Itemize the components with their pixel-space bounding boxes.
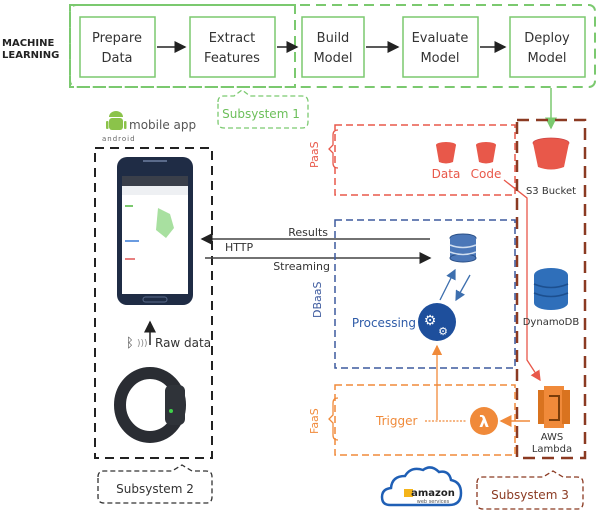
ml-step-evaluate-model: Evaluate Model xyxy=(402,16,479,78)
subsystem1-label: Subsystem 1 xyxy=(222,107,300,121)
results-label: Results xyxy=(288,226,328,239)
code-to-lambda-arrow xyxy=(503,179,541,382)
svg-text:Data: Data xyxy=(101,51,132,66)
svg-text:⚙: ⚙ xyxy=(438,325,448,338)
code-bucket-icon xyxy=(476,142,496,164)
subsystem3-callout xyxy=(476,470,584,510)
wireless-signal-icon: ))) xyxy=(137,339,148,349)
svg-text:Evaluate: Evaluate xyxy=(412,31,469,46)
android-icon xyxy=(106,111,127,130)
svg-text:Model: Model xyxy=(420,51,459,66)
aws-lambda-icon xyxy=(538,386,570,428)
paas-brace xyxy=(328,129,339,169)
raw-data-label: Raw data xyxy=(155,336,211,350)
ml-label-line2: LEARNING xyxy=(2,50,59,61)
subsystem1-callout xyxy=(217,89,309,129)
amazon-web-services-logo: amazon web services xyxy=(380,466,463,507)
processing-label: Processing xyxy=(352,316,416,330)
faas-frame xyxy=(334,384,516,456)
svg-text:Build: Build xyxy=(317,31,350,46)
svg-text:Deploy: Deploy xyxy=(524,31,570,46)
bluetooth-icon: ᛒ xyxy=(126,336,134,351)
code-label: Code xyxy=(471,167,502,181)
ml-pipeline-frame-outer xyxy=(69,4,596,88)
svg-text:Model: Model xyxy=(313,51,352,66)
smartphone-image xyxy=(117,157,193,305)
dbaas-frame xyxy=(334,219,516,369)
processing-gears-icon: ⚙ ⚙ xyxy=(418,303,456,341)
mobile-app-label: mobile app xyxy=(129,118,196,132)
subsystem2-frame xyxy=(94,147,213,459)
data-bucket-icon xyxy=(436,142,456,164)
data-label: Data xyxy=(432,167,461,181)
aws-lambda-label-line2: Lambda xyxy=(532,444,572,455)
svg-text:⚙: ⚙ xyxy=(424,313,437,329)
svg-text:amazon: amazon xyxy=(411,488,455,499)
svg-text:Extract: Extract xyxy=(209,31,256,46)
database-icon xyxy=(449,233,477,263)
http-label: HTTP xyxy=(225,241,254,254)
svg-text:web services: web services xyxy=(417,499,450,505)
s3-bucket-label: S3 Bucket xyxy=(526,186,576,197)
ml-step-deploy-model: Deploy Model xyxy=(509,16,586,78)
svg-text:Prepare: Prepare xyxy=(92,31,142,46)
faas-label: FaaS xyxy=(308,408,321,434)
subsystem2-callout xyxy=(97,464,213,504)
ml-label-line1: MACHINE xyxy=(2,38,54,49)
s3-bucket-icon xyxy=(532,137,570,170)
subsystem3-frame xyxy=(515,118,587,460)
dynamodb-label: DynamoDB xyxy=(523,317,580,328)
paas-label: PaaS xyxy=(308,141,321,168)
subsystem2-label: Subsystem 2 xyxy=(116,482,194,496)
streaming-label: Streaming xyxy=(273,260,330,273)
aws-lambda-label-line1: AWS xyxy=(541,432,564,443)
processing-to-db-arrow xyxy=(439,268,456,301)
ml-step-prepare-data: Prepare Data xyxy=(79,16,156,78)
dbaas-label: DBaaS xyxy=(311,282,324,318)
ml-step-build-model: Build Model xyxy=(301,16,365,78)
trigger-label: Trigger xyxy=(375,414,417,428)
dynamodb-icon xyxy=(533,268,569,310)
svg-text:Features: Features xyxy=(204,51,260,66)
subsystem3-label: Subsystem 3 xyxy=(491,488,569,502)
ml-step-extract-features: Extract Features xyxy=(189,16,276,78)
paas-frame xyxy=(334,124,516,196)
svg-text:λ: λ xyxy=(479,412,489,431)
lambda-function-icon: λ xyxy=(470,407,498,435)
wristband-image xyxy=(114,367,186,443)
faas-brace xyxy=(328,397,339,441)
android-label: android xyxy=(102,135,136,143)
svg-text:Model: Model xyxy=(527,51,566,66)
db-to-processing-arrow xyxy=(455,274,471,302)
